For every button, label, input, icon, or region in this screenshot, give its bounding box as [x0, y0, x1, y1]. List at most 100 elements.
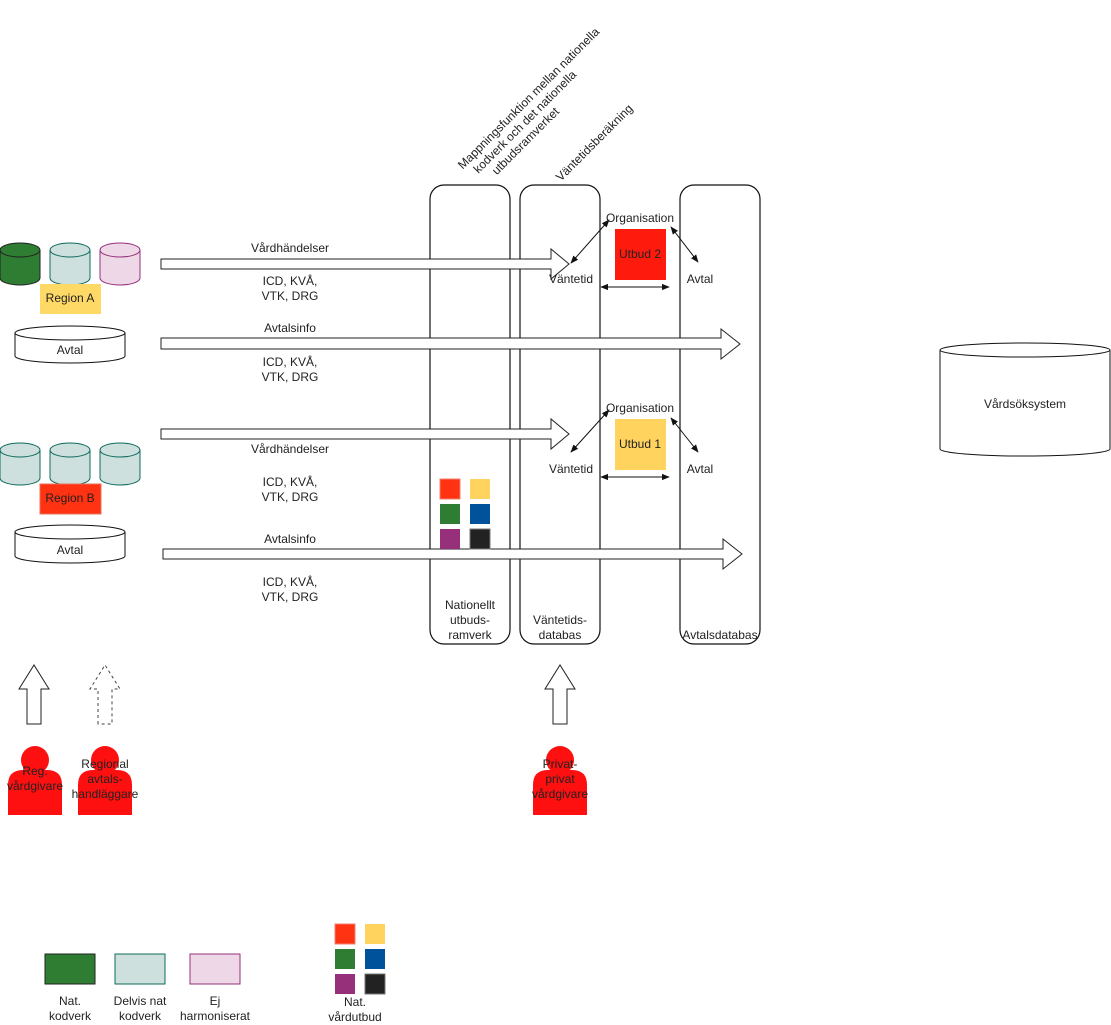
framework-column[interactable] — [429, 184, 511, 645]
palette-swatch — [470, 479, 490, 499]
actor-body — [8, 770, 62, 815]
code-line: VTK, DRG — [261, 590, 319, 604]
region-a-flow1-codes: ICD, KVÅ,VTK, DRG — [262, 274, 319, 304]
cylinder-body — [99, 250, 141, 286]
actor-reg-caregiver-label: Reg. vårdgivare — [7, 764, 63, 794]
region-a-avtal-cylinder[interactable] — [14, 325, 126, 364]
actor-body — [533, 770, 587, 815]
label-line: harmoniserat — [179, 1009, 251, 1023]
cylinder-top — [0, 442, 41, 458]
actor-private-caregiver-label: Privat- privat vårdgivare — [532, 757, 588, 802]
legend-swatch-nat-kodverk — [44, 953, 96, 985]
actor-head — [21, 746, 49, 774]
wait-db-column-label: Väntetids- databas — [533, 613, 587, 643]
label-line: Nat. — [58, 994, 81, 1008]
code-line: ICD, KVÅ, — [262, 355, 318, 369]
region-b-label-box — [39, 483, 102, 515]
region-a-cylinder-nat[interactable] — [0, 242, 41, 286]
cylinder-top — [99, 242, 141, 258]
palette-swatch — [469, 528, 491, 550]
region-a-avtal-label: Avtal — [56, 343, 84, 357]
region-b-cylinder-2[interactable] — [49, 442, 91, 486]
label-line: Nat. — [343, 995, 366, 1009]
label-line: handläggare — [71, 787, 139, 801]
region-b-avtal-label: Avtal — [56, 543, 84, 557]
actor-regional-agreement-officer[interactable] — [78, 746, 132, 815]
framework-column-label: Nationellt utbuds- ramverk — [445, 598, 495, 643]
region-b-flow2-codes: ICD, KVÅ,VTK, DRG — [262, 575, 319, 605]
organisation-label-1: Organisation — [605, 401, 675, 415]
cylinder-top — [49, 442, 91, 458]
agreement-label-2: Avtal — [686, 272, 714, 286]
search-system-cylinder[interactable] — [939, 342, 1111, 457]
cylinder-top — [0, 242, 41, 258]
legend-swatch-not-harmonised — [189, 953, 241, 985]
palette-swatch — [334, 923, 356, 945]
legend-label-not-harmonised: Ej harmoniserat — [180, 994, 250, 1024]
label-line: kodverk — [118, 1009, 162, 1023]
actor-reg-caregiver[interactable] — [8, 746, 62, 815]
palette-swatch — [440, 504, 460, 524]
cylinder-top — [99, 442, 141, 458]
label-line: vårdutbud — [328, 1010, 382, 1024]
region-a-flow1-label: Vårdhändelser — [250, 241, 330, 255]
region-b-avtalsinfo-arrow — [162, 537, 743, 571]
offer-label-utbud-1: Utbud 1 — [618, 437, 662, 451]
legend-national-offer-palette — [334, 923, 386, 995]
label-line: databas — [538, 628, 582, 642]
label-line: Delvis nat — [113, 994, 167, 1008]
cylinder-body — [0, 250, 41, 286]
cylinder-body — [99, 450, 141, 486]
agreement-db-column[interactable] — [679, 184, 761, 645]
private-caregiver-up-arrow — [544, 664, 576, 725]
cylinder-top — [49, 242, 91, 258]
region-a-flow2-label: Avtalsinfo — [264, 321, 316, 335]
organisation-agreement-link-2 — [670, 226, 699, 263]
region-b-vardhandelser-arrow — [160, 417, 570, 451]
legend-label-partial-kodverk: Delvis nat kodverk — [114, 994, 167, 1024]
wait-db-column[interactable] — [519, 184, 601, 645]
region-b-avtal-cylinder[interactable] — [14, 524, 126, 564]
search-system-label: Vårdsöksystem — [983, 397, 1067, 411]
actor-private-caregiver[interactable] — [533, 746, 587, 815]
legend-label-nat-kodverk: Nat. kodverk — [49, 994, 91, 1024]
organisation-label-2: Organisation — [605, 211, 675, 225]
region-a-avtalsinfo-arrow — [160, 327, 741, 361]
palette-swatch — [439, 478, 461, 500]
label-line: vårdgivare — [531, 787, 589, 801]
wait-label-2: Väntetid — [548, 272, 594, 286]
label-line: Regional — [81, 757, 129, 771]
legend-swatch-partial-kodverk — [114, 953, 166, 985]
region-b-cylinder-1[interactable] — [0, 442, 41, 486]
actor-head — [546, 746, 574, 774]
region-a-label-box — [40, 284, 101, 314]
wait-label-1: Väntetid — [548, 462, 594, 476]
region-b-cylinder-3[interactable] — [99, 442, 141, 486]
organisation-wait-link-1 — [570, 409, 610, 453]
code-line: VTK, DRG — [261, 289, 319, 303]
palette-swatch — [364, 973, 386, 995]
region-a-label: Region A — [45, 291, 95, 305]
palette-swatch — [440, 529, 460, 549]
label-line: utbuds- — [449, 613, 491, 627]
label-line: Reg. — [22, 764, 48, 778]
region-a-flow2-codes: ICD, KVÅ,VTK, DRG — [262, 355, 319, 385]
region-a-vardhandelser-arrow — [160, 247, 570, 281]
code-line: ICD, KVÅ, — [262, 575, 318, 589]
label-line: ramverk — [448, 628, 492, 642]
region-b-flow1-codes: ICD, KVÅ,VTK, DRG — [262, 475, 319, 505]
organisation-agreement-link-1 — [670, 417, 699, 453]
label-line: avtals- — [87, 772, 123, 786]
offer-box-utbud-1[interactable] — [615, 419, 666, 470]
label-line: Ej — [209, 994, 221, 1008]
region-a-cylinder-none[interactable] — [99, 242, 141, 286]
label-line: Privat- — [542, 757, 578, 771]
region-b-flow2-label: Avtalsinfo — [264, 532, 316, 546]
palette-swatch — [365, 949, 385, 969]
label-line: kodverk — [48, 1009, 92, 1023]
offer-box-utbud-2[interactable] — [615, 229, 666, 280]
region-a-cylinder-partial[interactable] — [49, 242, 91, 286]
legend-label-national-offer: Nat. vårdutbud — [328, 995, 381, 1025]
palette-swatch — [335, 949, 355, 969]
